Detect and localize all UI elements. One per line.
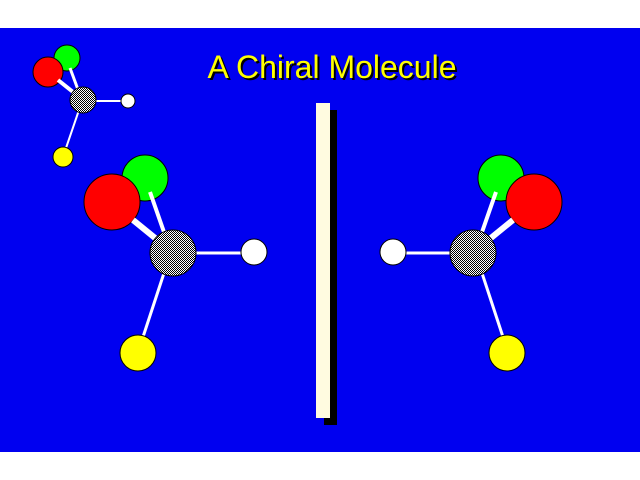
atom-center [449, 229, 497, 277]
mirror [316, 103, 337, 425]
atom-center [69, 86, 97, 114]
right-enantiomer [379, 154, 563, 372]
slide-title: A Chiral Molecule [207, 49, 457, 85]
atom-yellow [119, 334, 157, 372]
atom-red [83, 173, 141, 231]
left-enantiomer [83, 154, 268, 372]
atom-red [505, 173, 563, 231]
atom-white [240, 238, 268, 266]
atom-center [149, 229, 197, 277]
atom-red [32, 56, 64, 88]
atom-yellow [488, 334, 526, 372]
atom-yellow [52, 146, 74, 168]
atom-white [379, 238, 407, 266]
small-molecule [32, 44, 136, 168]
atom-white [120, 93, 136, 109]
